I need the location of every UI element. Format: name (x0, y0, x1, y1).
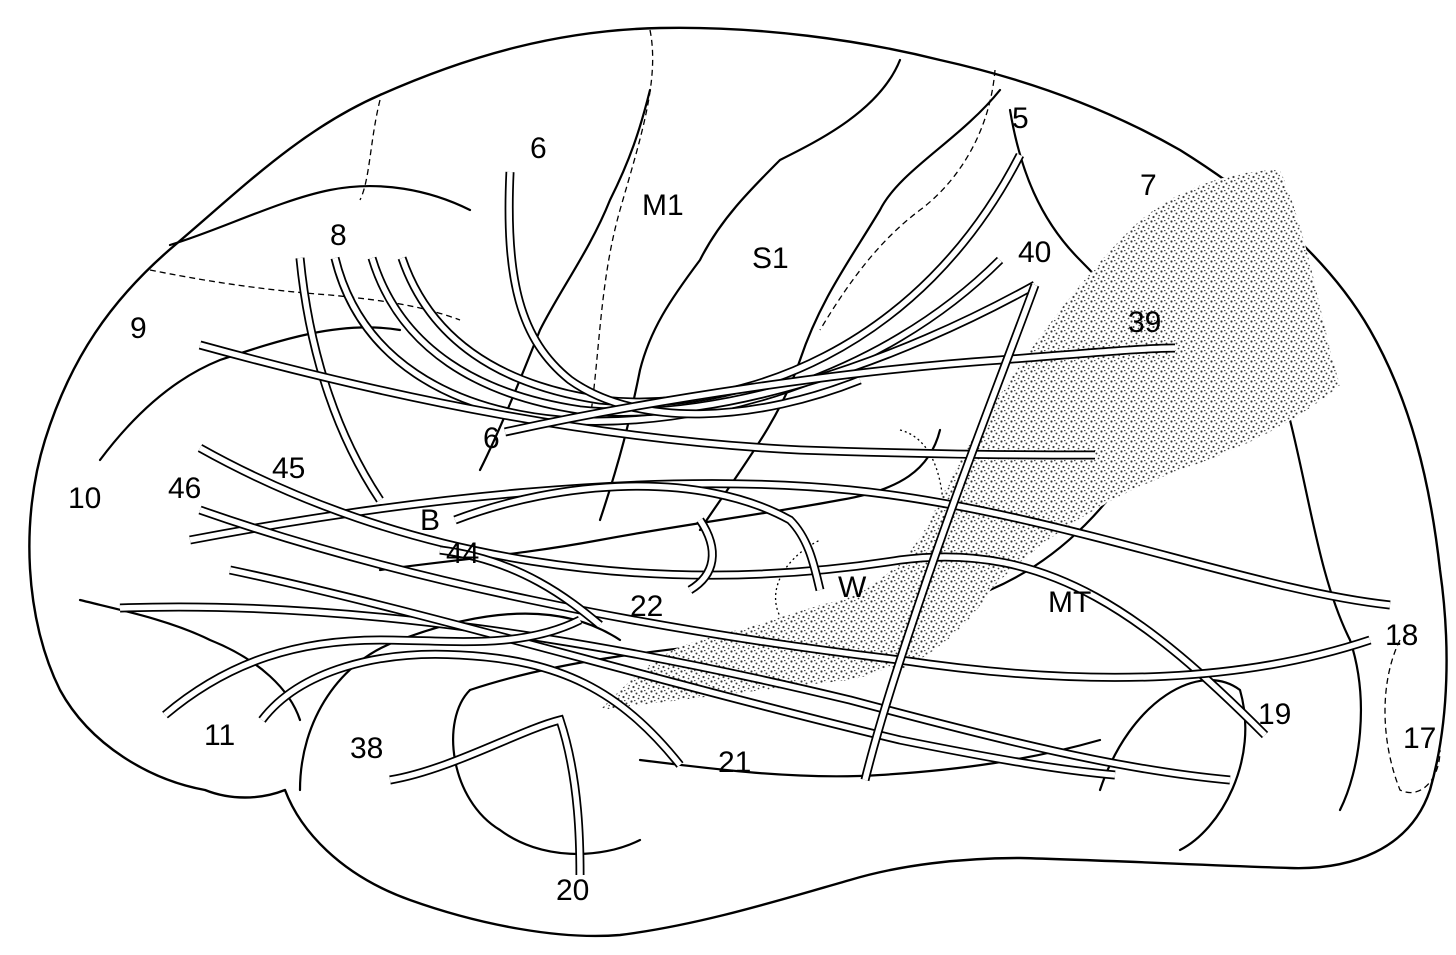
label-s1: S1 (752, 242, 789, 275)
label-area-6-mid: 6 (483, 422, 500, 455)
label-area-18: 18 (1385, 619, 1418, 652)
label-mt: MT (1048, 586, 1091, 619)
label-area-10: 10 (68, 482, 101, 515)
label-area-38: 38 (350, 732, 383, 765)
label-area-7: 7 (1140, 169, 1157, 202)
label-m1: M1 (642, 189, 684, 222)
label-area-19: 19 (1258, 698, 1291, 731)
label-wernicke: W (838, 571, 867, 604)
label-area-44: 44 (446, 537, 479, 570)
label-area-11: 11 (204, 719, 235, 752)
label-area-39: 39 (1128, 306, 1161, 339)
label-broca: B (420, 504, 440, 537)
label-area-5: 5 (1012, 102, 1029, 135)
label-area-8: 8 (330, 219, 347, 252)
label-area-6-top: 6 (530, 132, 547, 165)
label-area-22: 22 (630, 590, 663, 623)
label-area-45: 45 (272, 452, 305, 485)
label-area-20: 20 (556, 874, 589, 907)
label-area-46: 46 (168, 472, 201, 505)
label-area-9: 9 (130, 312, 147, 345)
label-area-17: 17 (1403, 722, 1436, 755)
label-area-40: 40 (1018, 236, 1051, 269)
label-area-21: 21 (718, 746, 751, 779)
